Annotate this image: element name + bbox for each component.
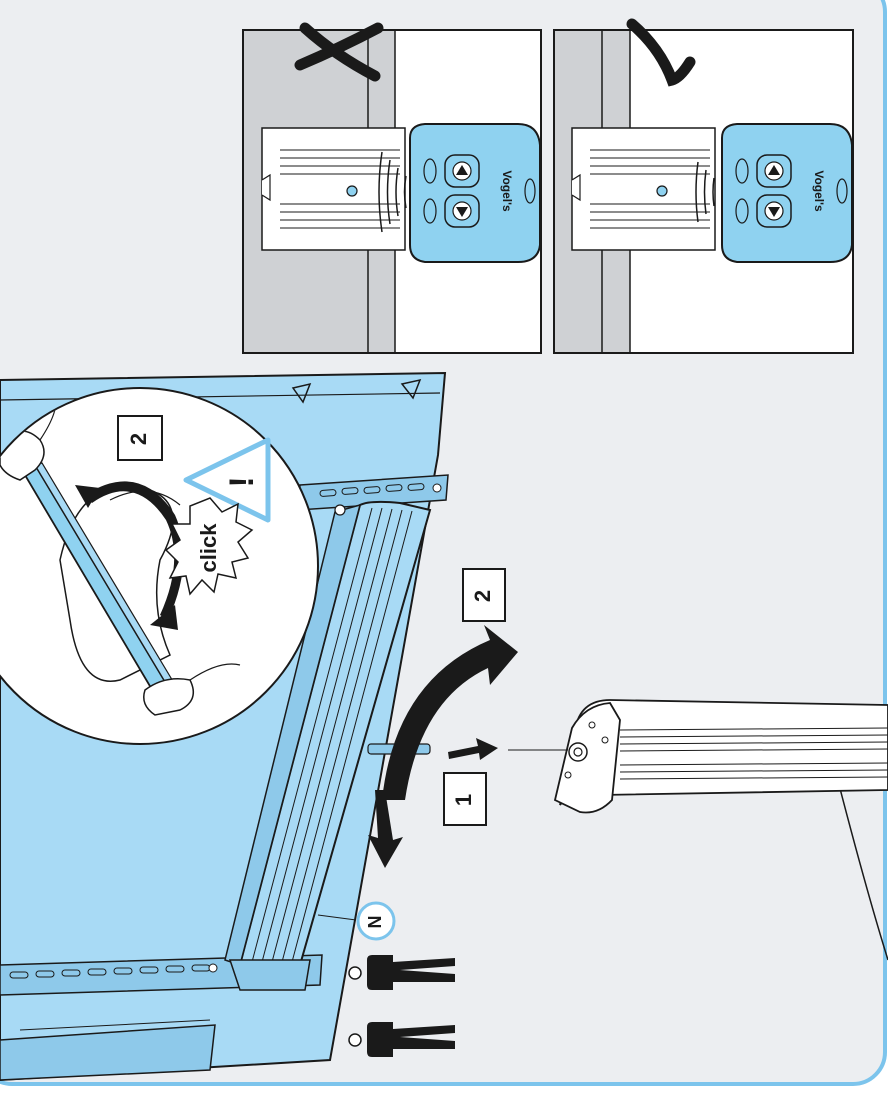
triangle-marker bbox=[291, 382, 312, 404]
mount-arm-end bbox=[508, 699, 888, 961]
exclamation-icon: ! bbox=[223, 476, 261, 487]
two-persons-icon bbox=[348, 955, 455, 1057]
signal-waves bbox=[695, 161, 715, 223]
rotate-arrow-icon bbox=[368, 625, 518, 868]
signal-waves bbox=[378, 151, 407, 233]
detail-circle: 2 ! click bbox=[0, 387, 319, 745]
detail-step-badge: 2 bbox=[117, 415, 163, 461]
check-icon bbox=[626, 18, 696, 87]
cross-icon bbox=[294, 22, 384, 82]
hand-bottom bbox=[143, 678, 195, 716]
click-burst: click bbox=[164, 497, 254, 596]
detail-step-label: 2 bbox=[126, 433, 151, 445]
folded-arm bbox=[224, 500, 432, 991]
double-arrow-icon bbox=[75, 481, 184, 630]
remote-control: Vogel's bbox=[721, 123, 853, 263]
remote-brand-label: Vogel's bbox=[500, 170, 514, 212]
up-arrow-icon bbox=[768, 165, 780, 175]
up-arrow-icon bbox=[456, 165, 468, 175]
step-1-label: 1 bbox=[451, 794, 476, 806]
down-arrow-icon bbox=[768, 207, 780, 217]
down-arrow-icon bbox=[456, 207, 468, 217]
remote-control: Vogel's bbox=[409, 123, 541, 263]
warning-triangle: ! bbox=[183, 437, 271, 523]
insert-arrow-icon bbox=[448, 738, 498, 760]
step-2-label: 2 bbox=[470, 590, 495, 602]
wall-check-right: Vogel's bbox=[553, 18, 854, 354]
click-label: click bbox=[196, 523, 221, 573]
callout-letter: N bbox=[365, 916, 385, 929]
wall-bracket bbox=[261, 127, 406, 251]
remote-brand-label: Vogel's bbox=[812, 170, 826, 212]
callout-n: N bbox=[317, 901, 396, 941]
triangle-marker bbox=[400, 378, 422, 400]
wall-check-wrong: Vogel's bbox=[242, 22, 542, 354]
step-2-badge: 2 bbox=[462, 568, 506, 622]
wall-bracket bbox=[571, 127, 716, 251]
step-1-badge: 1 bbox=[443, 772, 487, 826]
